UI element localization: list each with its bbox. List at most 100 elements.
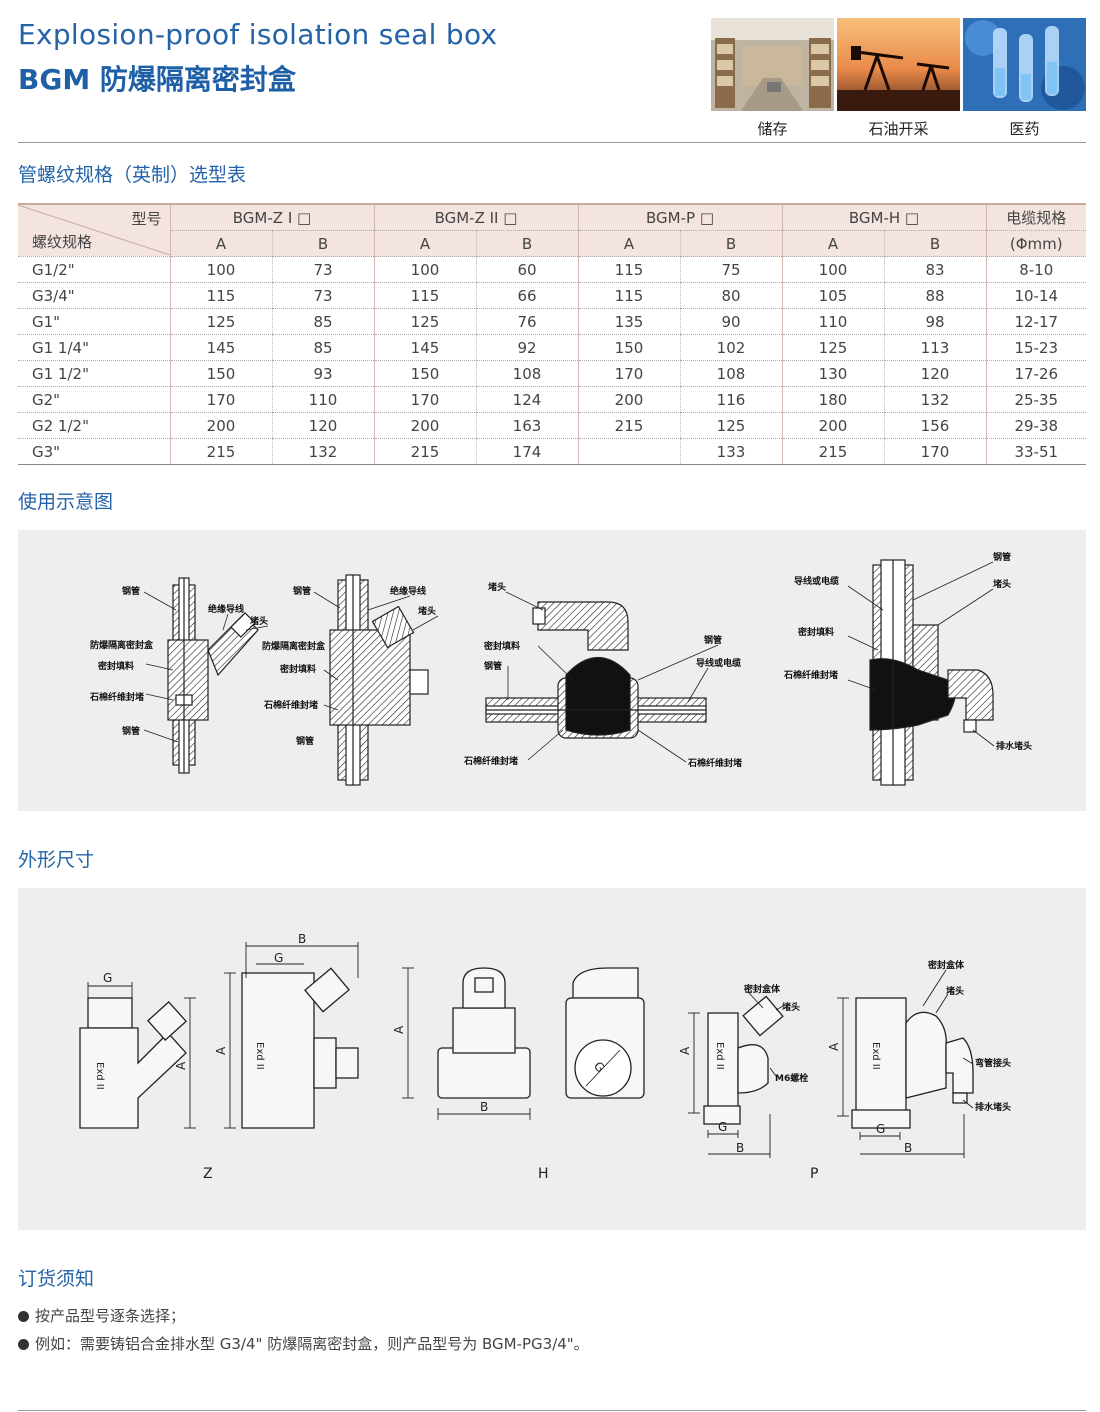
cable-spec-cell: 12-17 — [985, 308, 1086, 335]
dimension-cell: 66 — [475, 282, 578, 309]
sub-col-a: A — [577, 230, 680, 257]
svg-text:排水堵头: 排水堵头 — [996, 740, 1032, 752]
dimension-cell: 80 — [679, 282, 782, 309]
dimension-cell: 115 — [169, 282, 272, 309]
dimension-cell: 135 — [577, 308, 680, 335]
usage-labels-z2: 钢管 绝缘导线 堵头 防爆隔离密封盒 密封填料 石棉纤维封堵 钢管 — [262, 585, 436, 747]
dimension-diagram-panel: G A Exd II B G A Exd II Z — [18, 888, 1086, 1230]
dimension-cell: 90 — [679, 308, 782, 335]
dimension-cell: 170 — [577, 360, 680, 387]
warehouse-photo — [711, 18, 834, 111]
dim-letter-g: G — [718, 1120, 727, 1134]
dimension-cell: 100 — [169, 256, 272, 283]
dim-letter-g: G — [103, 971, 112, 985]
usage-leader-lines — [143, 561, 995, 763]
dimension-cell: 200 — [169, 412, 272, 439]
cable-spec-cell: 8-10 — [985, 256, 1086, 283]
dimension-cell: 88 — [883, 282, 986, 309]
model-header: BGM-Z II □ — [373, 203, 578, 231]
dimension-cell: 133 — [679, 438, 782, 465]
bullet-icon — [18, 1339, 29, 1350]
usage-diagram-h — [869, 559, 994, 786]
model-header: BGM-P □ — [577, 203, 782, 231]
dimension-cell: 200 — [577, 386, 680, 413]
dimension-cell: 125 — [373, 308, 476, 335]
dimension-cell: 73 — [271, 256, 374, 283]
dimension-cell: 125 — [781, 334, 884, 361]
z-body-2-dims — [224, 942, 359, 1129]
corner-bottom-label: 螺纹规格 — [32, 233, 93, 251]
section-title-spec: 管螺纹规格（英制）选型表 — [18, 164, 247, 186]
exd-mark: Exd II — [714, 1042, 725, 1070]
p-body-2 — [851, 997, 974, 1129]
usage-diagram-z2 — [329, 574, 429, 786]
thread-spec-cell: G2 1/2" — [18, 412, 170, 439]
cable-spec-cell: 25-35 — [985, 386, 1086, 413]
spec-table: 型号 螺纹规格 BGM-Z I □ BGM-Z II □ BGM-P □ BGM… — [18, 203, 1086, 465]
svg-text:堵头: 堵头 — [250, 615, 268, 627]
dimension-cell: 113 — [883, 334, 986, 361]
svg-text:绝缘导线: 绝缘导线 — [208, 603, 244, 615]
model-header: BGM-Z I □ — [169, 203, 374, 231]
dimension-cell: 102 — [679, 334, 782, 361]
dimension-cell: 170 — [169, 386, 272, 413]
svg-text:密封填料: 密封填料 — [483, 640, 520, 652]
dimension-cell: 115 — [577, 282, 680, 309]
exd-mark: Exd II — [94, 1062, 105, 1090]
ordering-item-text: 例如：需要铸铝合金排水型 G3/4" 防爆隔离密封盒，则产品型号为 BGM-PG… — [35, 1335, 589, 1353]
dimension-cell: 170 — [373, 386, 476, 413]
dimension-cell: 93 — [271, 360, 374, 387]
dimension-cell: 145 — [373, 334, 476, 361]
sub-col-b: B — [271, 230, 374, 257]
dimension-cell: 120 — [271, 412, 374, 439]
dimension-cell: 150 — [577, 334, 680, 361]
dimension-cell: 163 — [475, 412, 578, 439]
lab-photo — [963, 18, 1086, 111]
cable-spec-cell: 29-38 — [985, 412, 1086, 439]
dimension-cell: 75 — [679, 256, 782, 283]
dim-letter-b: B — [736, 1141, 744, 1155]
sub-col-b: B — [679, 230, 782, 257]
dimension-cell: 215 — [577, 412, 680, 439]
sub-col-b: B — [883, 230, 986, 257]
exd-mark: Exd II — [254, 1042, 265, 1070]
thread-spec-cell: G2" — [18, 386, 170, 413]
dimension-cell: 150 — [169, 360, 272, 387]
dim-letter-a: A — [827, 1042, 841, 1051]
title-chinese: BGM 防爆隔离密封盒 — [18, 63, 296, 96]
dimension-cell: 130 — [781, 360, 884, 387]
p-body-2-dims — [837, 969, 974, 1158]
dimension-cell: 150 — [373, 360, 476, 387]
caption-p: P — [810, 1166, 818, 1182]
exd-mark: Exd II — [870, 1042, 881, 1070]
svg-text:堵头: 堵头 — [418, 605, 436, 617]
dimension-drawings: G A Exd II B G A Exd II Z — [79, 932, 1011, 1182]
dimension-cell: 170 — [883, 438, 986, 465]
dimension-cell: 200 — [373, 412, 476, 439]
h-body-front-dims — [402, 967, 531, 1120]
cable-spec-cell: 15-23 — [985, 334, 1086, 361]
dimension-cell: 100 — [781, 256, 884, 283]
thread-spec-cell: G1/2" — [18, 256, 170, 283]
dimension-cell: 115 — [577, 256, 680, 283]
svg-text:石棉纤维封堵: 石棉纤维封堵 — [687, 757, 742, 769]
caption-z: Z — [203, 1166, 213, 1182]
ordering-item-text: 按产品型号逐条选择； — [35, 1307, 186, 1325]
label-box-body: 密封盒体 — [927, 959, 965, 971]
svg-text:钢管: 钢管 — [293, 585, 311, 597]
dimension-cell: 92 — [475, 334, 578, 361]
photo-caption: 石油开采 — [868, 120, 929, 138]
dim-letter-a: A — [214, 1046, 228, 1055]
dim-letter-g: G — [274, 951, 283, 965]
caption-h: H — [538, 1166, 549, 1182]
usage-labels-h: 钢管 堵头 导线或电缆 密封填料 石棉纤维封堵 排水堵头 — [783, 551, 1032, 752]
usage-diagram-z1 — [167, 577, 259, 774]
dimension-cell: 115 — [373, 282, 476, 309]
label-plug: 堵头 — [782, 1001, 800, 1013]
label-elbow: 弯管接头 — [975, 1057, 1011, 1069]
title-english: Explosion-proof isolation seal box — [18, 18, 498, 51]
application-photos: 储存 石油开采 医药 — [711, 18, 1086, 138]
